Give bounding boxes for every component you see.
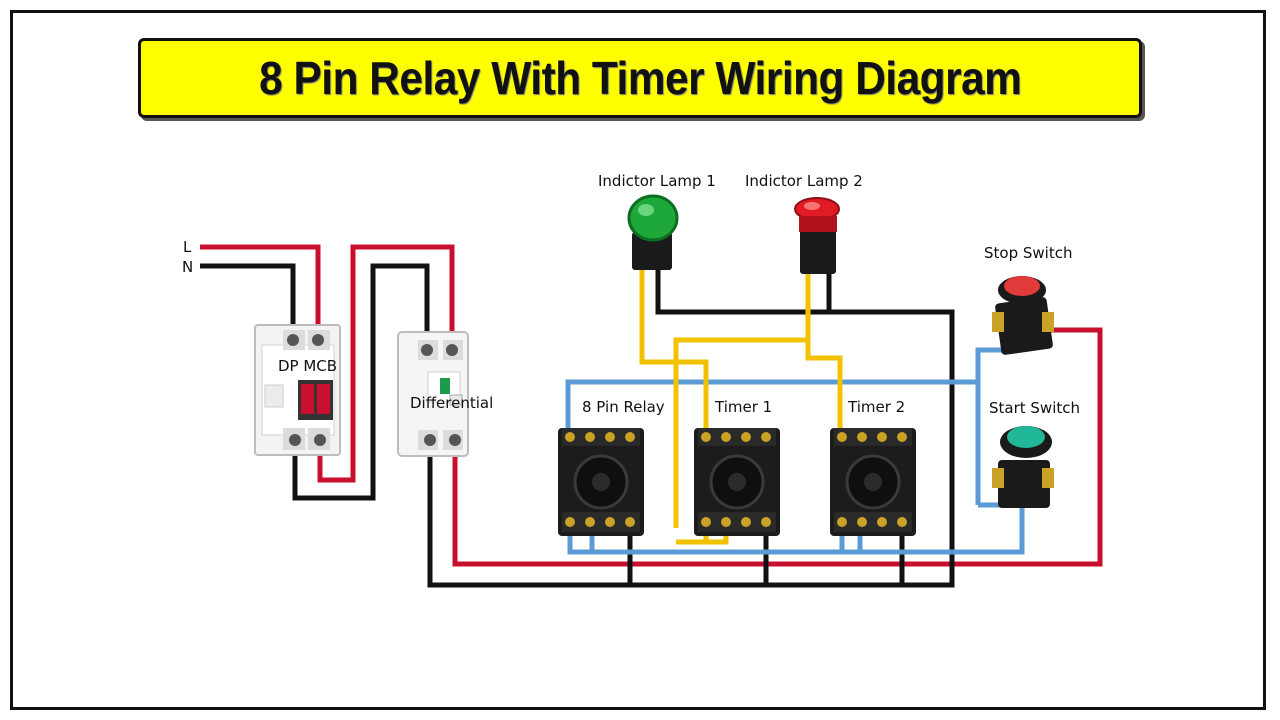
differential-breaker [397, 331, 469, 457]
start-switch [992, 426, 1054, 508]
relay-label: 8 Pin Relay [582, 398, 665, 416]
wire-live-input [200, 244, 321, 338]
indicator-lamp-1 [627, 194, 679, 270]
wire-live-mcb-to-diff [317, 244, 455, 483]
timer1-base [694, 428, 780, 536]
diagram-title: 8 Pin Relay With Timer Wiring Diagram [258, 52, 1022, 104]
line-label: L [183, 238, 192, 256]
relay-base [558, 428, 644, 536]
mcb-label: DP MCB [278, 357, 338, 375]
indicator-lamp-2 [794, 197, 840, 274]
diagram-frame [10, 10, 1266, 710]
timer1-label: Timer 1 [715, 398, 773, 416]
wire-neutral-mcb-to-diff [292, 263, 430, 501]
start-switch-label: Start Switch [989, 399, 1081, 417]
dp-mcb [254, 324, 341, 456]
wire-neutral-input [200, 263, 296, 338]
stop-switch-label: Stop Switch [984, 244, 1073, 262]
title-banner: 8 Pin Relay With Timer Wiring Diagram [138, 38, 1142, 118]
timer2-label: Timer 2 [848, 398, 906, 416]
wire-live-main [452, 327, 1103, 567]
lamp1-label: Indictor Lamp 1 [598, 172, 716, 190]
wire-neutral-main [427, 268, 955, 588]
lamp2-label: Indictor Lamp 2 [745, 172, 863, 190]
wire-timer-loop [673, 337, 806, 528]
wire-timer-lamp2 [805, 272, 843, 432]
stop-switch [992, 276, 1054, 355]
neutral-label: N [182, 258, 194, 276]
differential-label: Differential [410, 394, 494, 412]
timer2-base [830, 428, 916, 536]
